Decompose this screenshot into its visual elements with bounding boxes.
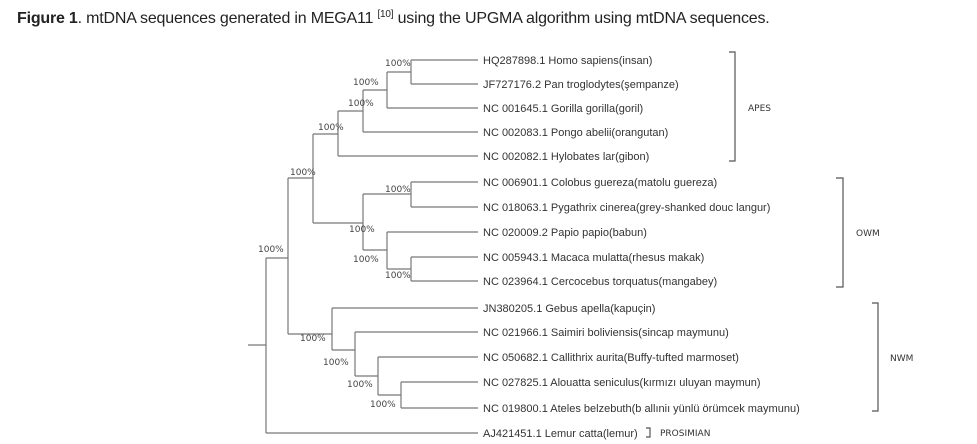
leaf-label: NC 006901.1 Colobus guereza(matolu guere… (483, 177, 717, 189)
support-value: 100% (300, 334, 326, 344)
leaf-label: JN380205.1 Gebus apella(kapuçin) (483, 303, 655, 315)
group-label-owm: OWM (856, 229, 880, 239)
support-value: 100% (385, 59, 411, 69)
figure-caption: Figure 1. mtDNA sequences generated in M… (17, 9, 770, 28)
support-value: 100% (385, 185, 411, 195)
apes-bracket (729, 51, 736, 162)
support-values: 100% 100% 100% 100% 100% 100% 100% 100% … (258, 59, 411, 410)
leaf-label: HQ287898.1 Homo sapiens(insan) (483, 55, 652, 67)
support-value: 100% (348, 99, 374, 109)
support-value: 100% (318, 123, 344, 133)
tree-branches (248, 59, 478, 434)
support-value: 100% (347, 380, 373, 390)
prosimian-bracket (646, 427, 651, 438)
group-label-prosimian: PROSIMIAN (660, 429, 710, 439)
leaf-label: NC 019800.1 Ateles belzebuth(b allıniı y… (483, 403, 800, 415)
support-value: 100% (349, 225, 375, 235)
leaf-label: NC 005943.1 Macaca mulatta(rhesus makak) (483, 252, 704, 264)
group-brackets: APES OWM NWM PROSIMIAN (646, 51, 913, 439)
leaf-label: NC 021966.1 Saimiri boliviensis(sincap m… (483, 327, 729, 339)
owm-bracket (836, 177, 844, 288)
leaf-label: NC 050682.1 Callithrix aurita(Buffy-tuft… (483, 352, 739, 364)
leaf-label: NC 018063.1 Pygathrix cinerea(grey-shank… (483, 202, 770, 214)
caption-text: . mtDNA sequences generated in MEGA11 (77, 10, 378, 27)
nwm-bracket (872, 302, 879, 412)
leaf-label: NC 023964.1 Cercocebus torquatus(mangabe… (483, 276, 717, 288)
support-value: 100% (353, 78, 379, 88)
leaf-labels: HQ287898.1 Homo sapiens(insan) JF727176.… (483, 55, 800, 440)
support-value: 100% (353, 255, 379, 265)
leaf-label: NC 002082.1 Hylobates lar(gibon) (483, 151, 649, 163)
figure-label: Figure 1 (17, 10, 78, 27)
leaf-label: NC 027825.1 Alouatta seniculus(kırmızı u… (483, 377, 761, 389)
support-value: 100% (290, 168, 316, 178)
leaf-label: AJ421451.1 Lemur catta(lemur) (483, 428, 638, 440)
caption-text-end: using the UPGMA algorithm using mtDNA se… (393, 10, 770, 27)
leaf-label: NC 020009.2 Papio papio(babun) (483, 227, 647, 239)
group-label-nwm: NWM (890, 354, 913, 364)
support-value: 100% (258, 245, 284, 255)
leaf-label: NC 001645.1 Gorilla gorilla(goril) (483, 103, 643, 115)
group-label-apes: APES (748, 104, 771, 114)
support-value: 100% (370, 400, 396, 410)
support-value: 100% (323, 358, 349, 368)
citation-ref: [10] (377, 9, 394, 20)
support-value: 100% (385, 271, 411, 281)
leaf-label: JF727176.2 Pan troglodytes(şempanze) (483, 79, 679, 91)
leaf-label: NC 002083.1 Pongo abelii(orangutan) (483, 127, 668, 139)
